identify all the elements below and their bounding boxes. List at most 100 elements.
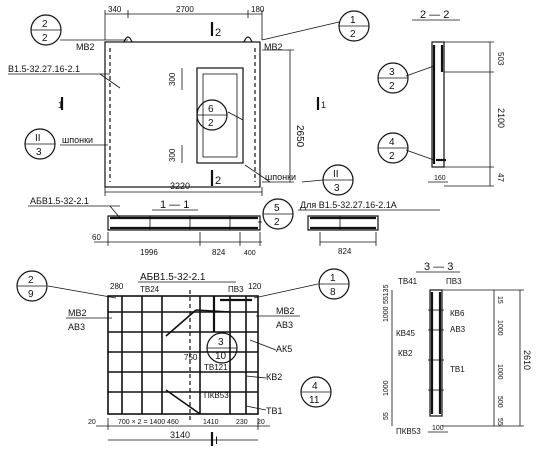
svg-text:11: 11 (309, 395, 320, 406)
callout-3-2: 3 2 (377, 62, 409, 94)
svg-text:2: 2 (208, 118, 214, 129)
svg-text:5: 5 (274, 203, 280, 214)
section-3-3: 3 — 3 ТВ41 ПВ3 КВ6 АВ3 КВ45 КВ2 ТВ1 ПКВ5… (383, 261, 532, 436)
cut-1-left: 1 (58, 100, 63, 110)
label-pkv53-section: ПКВ53 (396, 427, 421, 436)
callout-2-2: 2 2 (30, 14, 62, 46)
dim-180: 180 (251, 5, 265, 14)
section-2-2: 2 — 2 503 2100 47 160 (405, 9, 506, 187)
svg-text:1: 1 (330, 273, 336, 284)
dim-1996: 1996 (140, 248, 158, 257)
label-ak5: АК5 (276, 344, 292, 354)
dim-340: 340 (108, 5, 122, 14)
label-pv3-plan: ПВ3 (228, 285, 244, 294)
svg-text:2: 2 (350, 29, 356, 40)
callout-3-10: 3 10 (206, 332, 238, 364)
label-mv2-plan-left: МВ2 (68, 308, 87, 318)
dim-55-a: 55 (383, 412, 390, 420)
svg-text:1: 1 (350, 15, 356, 26)
section-3-3-profile (429, 289, 443, 417)
label-tv121: ТВ121 (204, 363, 228, 372)
label-kv6: КВ6 (450, 309, 465, 318)
dim-1000-c: 1000 (496, 320, 503, 336)
dim-1410: 1410 (203, 419, 219, 426)
reinforcement-cage: АБВ1.5-32-2.1 ТВ24 ПВ3 280 120 20 70 (47, 272, 319, 447)
label-av3-plan-right: АВ3 (276, 320, 293, 330)
dim-2650: 2650 (294, 125, 305, 148)
callout-1-8: 1 8 (318, 268, 350, 300)
section-3-3-title: 3 — 3 (424, 261, 453, 273)
svg-text:2: 2 (42, 33, 48, 44)
dim-300-upper: 300 (168, 72, 177, 86)
dim-15: 15 (496, 296, 503, 304)
svg-text:6: 6 (208, 104, 214, 115)
dim-47: 47 (496, 173, 505, 182)
dim-1000-b: 1000 (383, 380, 390, 396)
svg-text:4: 4 (389, 137, 395, 148)
panel-elevation: 340 2700 180 2 2650 300 300 3220 2 1 1 М… (8, 5, 340, 196)
svg-text:8: 8 (330, 287, 336, 298)
cut-2-top: 2 (215, 27, 221, 39)
label-panel-name: В1.5-32.27.16-2.1 (8, 64, 80, 74)
section-2-2-title: 2 — 2 (420, 9, 449, 21)
label-shponki-right: шпонки (265, 172, 296, 182)
section-1-1: 1 — 1 АБВ1.5-32-2.1 60 1996 824 400 (28, 196, 262, 257)
label-kv2-plan: КВ2 (266, 372, 282, 382)
section-2-2-profile (431, 41, 445, 168)
svg-text:3: 3 (389, 67, 395, 78)
label-av3-section: АВ3 (450, 325, 466, 334)
label-kv2-section: КВ2 (398, 349, 413, 358)
svg-text:4: 4 (312, 381, 318, 392)
svg-text:2: 2 (42, 19, 48, 30)
dim-1000-d: 1000 (496, 364, 503, 380)
dim-55-b: 55 (496, 418, 503, 426)
callout-II-3-left: II 3 (24, 128, 56, 160)
label-pkv53-plan: ПКВ53 (204, 391, 229, 400)
variant-profile (307, 215, 379, 231)
section-1-1-title: 1 — 1 (160, 199, 189, 211)
label-shponki-left: шпонки (62, 135, 93, 145)
dim-2610: 2610 (522, 350, 532, 370)
dim-60: 60 (92, 233, 101, 242)
svg-text:9: 9 (28, 289, 34, 300)
dim-sequence: 700 × 2 = 1400 460 (118, 419, 179, 426)
dim-3220: 3220 (170, 181, 190, 191)
dim-2100: 2100 (496, 108, 506, 128)
section-1-1-profile (107, 215, 261, 231)
label-dlya: Для В1.5-32.27.16-2.1А (300, 200, 397, 210)
callout-II-3-right: II 3 (322, 164, 354, 196)
svg-text:3: 3 (36, 147, 42, 158)
dim-20-right: 20 (257, 419, 265, 426)
label-tv24: ТВ24 (140, 285, 160, 294)
label-mv2-top-right: МВ2 (264, 42, 283, 52)
cut-1-right: 1 (321, 100, 326, 110)
callout-4-2: 4 2 (377, 132, 409, 164)
lifting-loop-left (123, 36, 133, 43)
dim-824-variant: 824 (338, 247, 352, 256)
cut-I: I (215, 435, 218, 447)
svg-text:II: II (333, 169, 339, 180)
label-av3-plan-left: АВ3 (68, 322, 85, 332)
label-tv1-section: ТВ1 (450, 365, 465, 374)
dim-3140: 3140 (170, 430, 190, 440)
label-mv2-plan-right: МВ2 (276, 306, 295, 316)
dim-230: 230 (236, 419, 248, 426)
svg-text:2: 2 (389, 81, 395, 92)
window-inner-frame (202, 73, 238, 158)
label-tv1-plan: ТВ1 (266, 406, 283, 416)
svg-text:2: 2 (274, 217, 280, 228)
cage-outline (107, 295, 259, 415)
callout-1-2: 1 2 (338, 10, 370, 42)
svg-text:3: 3 (218, 337, 224, 348)
callout-5-2: 5 2 (262, 198, 294, 230)
dim-55135: 55135 (383, 284, 390, 304)
label-abv-plan: АБВ1.5-32-2.1 (140, 272, 206, 283)
svg-text:II: II (35, 133, 41, 144)
label-abv-section: АБВ1.5-32-2.1 (30, 196, 89, 206)
svg-text:2: 2 (28, 275, 34, 286)
dim-500: 500 (496, 396, 503, 408)
callout-2-9: 2 9 (16, 270, 48, 302)
lifting-loop-right (243, 36, 253, 43)
dim-400: 400 (244, 250, 256, 257)
